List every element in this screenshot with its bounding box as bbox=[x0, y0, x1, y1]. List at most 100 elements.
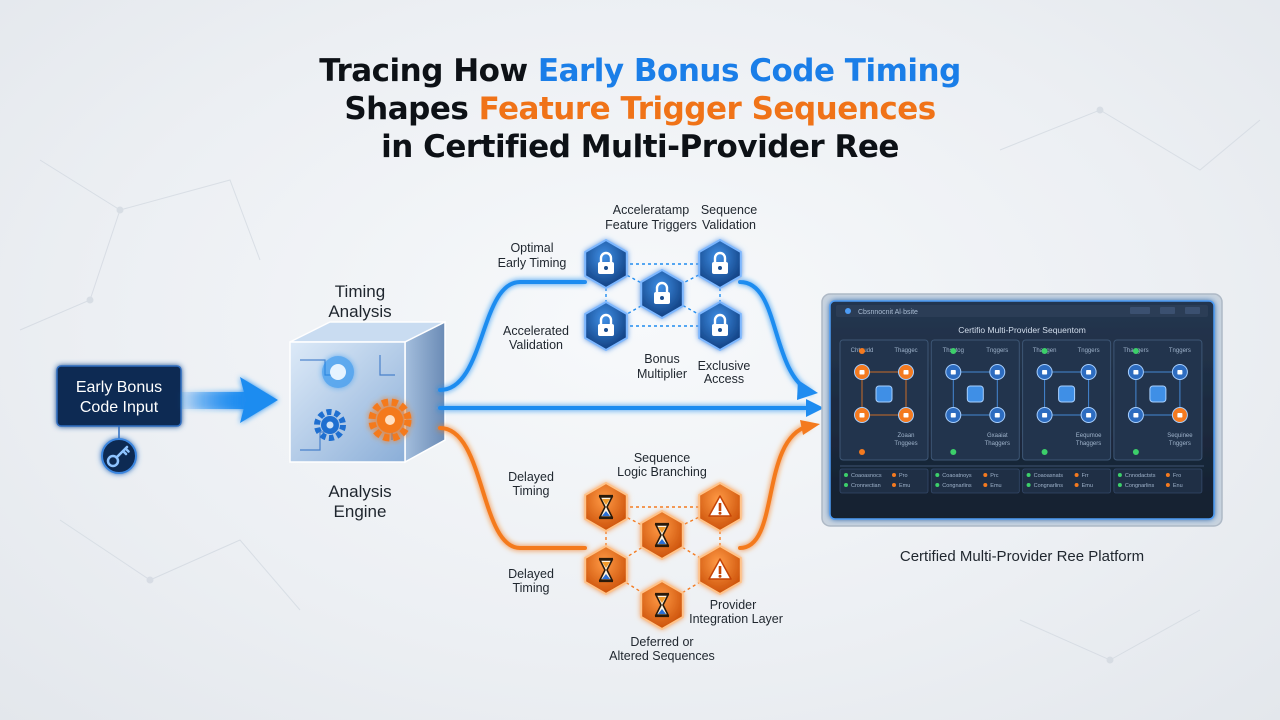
label-deferred-2: Altered Sequences bbox=[609, 649, 715, 663]
engine-bottom-line1: Analysis bbox=[328, 482, 391, 501]
label-delayed-a-2: Timing bbox=[512, 484, 549, 498]
label-delayed-b-2: Timing bbox=[512, 581, 549, 595]
page-title: Tracing How Early Bonus Code Timing Shap… bbox=[0, 52, 1280, 166]
label-accel-val-2: Validation bbox=[509, 338, 563, 352]
screen-footer-item: Congnarlins bbox=[1034, 483, 1064, 489]
label-bonus-2: Multiplier bbox=[637, 367, 687, 381]
screen-center-node bbox=[875, 385, 893, 403]
hourglass-node-4 bbox=[640, 579, 684, 631]
warning-node-1 bbox=[698, 481, 742, 533]
screen-footer-item: Pro bbox=[899, 473, 908, 479]
label-accel-val-1: Accelerated bbox=[503, 324, 569, 338]
path-lower-exit bbox=[738, 424, 810, 550]
engine-bottom-line2: Engine bbox=[334, 502, 387, 521]
path-upper-exit bbox=[738, 280, 812, 394]
screen-footer-item: Coaoasnats bbox=[1034, 473, 1064, 479]
input-arrow bbox=[181, 377, 278, 423]
screen-column-label: Zoaan bbox=[897, 433, 914, 439]
screen-footer-item: Congnarlins bbox=[1125, 483, 1155, 489]
title-line-2a: Shapes bbox=[344, 91, 479, 127]
screen-column-label: Thaggers bbox=[985, 441, 1010, 447]
screen-column-label: Tnggers bbox=[1078, 348, 1100, 354]
label-seq-val-2: Validation bbox=[702, 218, 756, 232]
lock-node-3 bbox=[640, 268, 684, 320]
screen-column-label: Thaggec bbox=[894, 348, 917, 354]
label-accel-feat-2: Feature Triggers bbox=[605, 218, 697, 232]
label-excl-2: Access bbox=[704, 372, 744, 386]
screen-center-node bbox=[1058, 385, 1076, 403]
engine-top-line1: Timing bbox=[335, 282, 385, 301]
screen-status-dot bbox=[859, 449, 865, 455]
screen-footer-item: Coaoatnoys bbox=[942, 473, 972, 479]
screen-footer-item: Cronnectian bbox=[851, 483, 881, 489]
arrowhead-upper bbox=[797, 380, 818, 400]
hourglass-node-2 bbox=[640, 509, 684, 561]
screen-footer-item: Frr bbox=[1082, 473, 1089, 479]
screen-column-label: Tnggers bbox=[986, 348, 1008, 354]
screen-footer-item: Cnnodactsts bbox=[1125, 473, 1156, 479]
label-optimal-1: Optimal bbox=[510, 241, 553, 255]
arrowhead-middle bbox=[806, 399, 824, 417]
screen-footer-item: Congnarlins bbox=[942, 483, 972, 489]
gear-blue-icon bbox=[314, 409, 346, 441]
lock-node-2 bbox=[698, 238, 742, 290]
label-seq-val-1: Sequence bbox=[701, 203, 757, 217]
analysis-cube bbox=[289, 320, 446, 464]
label-excl-1: Exclusive bbox=[698, 359, 751, 373]
screen-column-label: Thaggers bbox=[1076, 441, 1101, 447]
label-provider-2: Integration Layer bbox=[689, 612, 783, 626]
title-line-1: Tracing How Early Bonus Code Timing bbox=[0, 52, 1280, 90]
input-label-line1: Early Bonus bbox=[76, 379, 162, 396]
screen-column-label: Sequinee bbox=[1167, 433, 1193, 439]
arrowhead-lower bbox=[800, 420, 820, 435]
label-logic-1: Sequence bbox=[634, 451, 690, 465]
screen-status-dot bbox=[859, 348, 865, 354]
lock-node-4 bbox=[584, 300, 628, 352]
screen-column-label: Tnggers bbox=[1169, 441, 1191, 447]
screen-footer-item: Fro bbox=[1173, 473, 1181, 479]
engine-top-line2: Analysis bbox=[328, 302, 391, 321]
key-icon bbox=[101, 426, 137, 474]
screen-column-label: Tnggers bbox=[1169, 348, 1191, 354]
path-upper-blue bbox=[438, 280, 587, 392]
label-accel-feat-1: Acceleratamp bbox=[613, 203, 689, 217]
lock-node-5 bbox=[698, 300, 742, 352]
screen-footer-item: Enu bbox=[1173, 483, 1183, 489]
label-delayed-b-1: Delayed bbox=[508, 567, 554, 581]
screen-column-label: Eequmoe bbox=[1076, 433, 1102, 439]
warning-node-2 bbox=[698, 544, 742, 596]
screen-status-dot bbox=[950, 449, 957, 455]
title-line-1a: Tracing How bbox=[319, 53, 538, 89]
hourglass-node-3 bbox=[584, 544, 628, 596]
title-line-3: in Certified Multi-Provider Ree bbox=[381, 129, 899, 165]
screen-column-2: ThsstogTnggersGxaaiatThaggers bbox=[930, 339, 1020, 461]
title-line-2b: Feature Trigger Sequences bbox=[478, 91, 937, 127]
platform-caption: Certified Multi-Provider Ree Platform bbox=[900, 548, 1144, 565]
lock-node-1 bbox=[584, 238, 628, 290]
gear-orange-icon bbox=[368, 398, 412, 442]
screen-status-dot bbox=[950, 348, 957, 354]
path-lower-orange bbox=[438, 426, 587, 550]
screen-footer-item: Emu bbox=[1082, 483, 1093, 489]
screen-topbar-text: Cbsnnocnit Al·bsite bbox=[858, 309, 918, 316]
screen-footer-item: Emu bbox=[990, 483, 1001, 489]
input-label-line2: Code Input bbox=[80, 399, 159, 416]
screen-center-node bbox=[966, 385, 984, 403]
screen-center-node bbox=[1149, 385, 1167, 403]
early-bonus-input: Early Bonus Code Input bbox=[56, 365, 182, 427]
screen-status-dot bbox=[1041, 449, 1048, 455]
label-logic-2: Logic Branching bbox=[617, 465, 707, 479]
screen-column-label: Tnggees bbox=[894, 441, 917, 447]
title-line-1b: Early Bonus Code Timing bbox=[537, 53, 961, 89]
screen-status-dot bbox=[1041, 348, 1048, 354]
screen-footer-item: Prc bbox=[990, 473, 999, 479]
screen-columns: ChtouddThaggecZoaanTnggeesThsstogTnggers… bbox=[839, 339, 1203, 461]
platform-screen: Cbsnnocnit Al·bsite Certifio Multi-Provi… bbox=[821, 293, 1223, 527]
